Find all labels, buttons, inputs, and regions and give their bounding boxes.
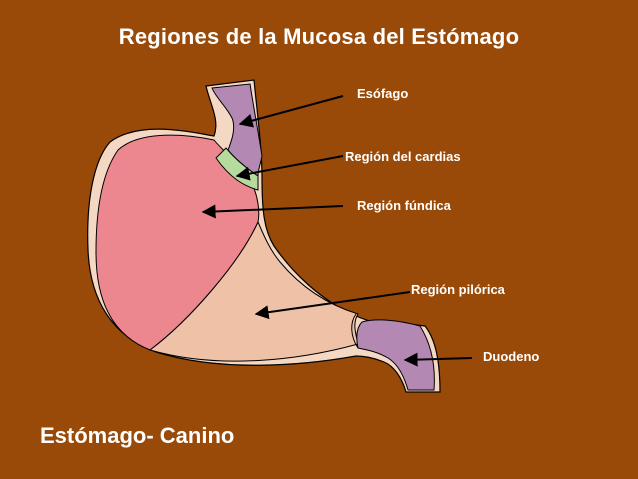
caption: Estómago- Canino [40, 423, 235, 448]
arrow-pilorica [254, 291, 411, 320]
pylorus-ridge [351, 313, 359, 349]
label-cardias: Región del cardias [345, 149, 461, 164]
arrow-duodeno [403, 352, 473, 367]
duodenum-region [356, 319, 435, 391]
slide-title: Regiones de la Mucosa del Estómago [118, 24, 520, 49]
label-pilorica: Región pilórica [411, 282, 506, 297]
arrow-cardias [235, 155, 344, 181]
label-fundica: Región fúndica [357, 198, 452, 213]
arrow-fundica [201, 204, 344, 219]
arrow-esofago [238, 95, 344, 128]
label-duodeno: Duodeno [483, 349, 539, 364]
fundic-region [95, 134, 260, 351]
label-esofago: Esófago [357, 86, 408, 101]
